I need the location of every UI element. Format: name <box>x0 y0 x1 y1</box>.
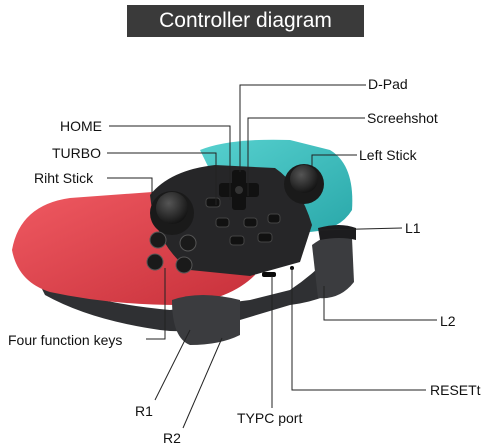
label-r2: R2 <box>163 430 181 446</box>
leader-left-stick <box>311 154 357 166</box>
leader-r2 <box>182 337 223 429</box>
four-function-keys <box>146 231 197 274</box>
leader-r1 <box>154 329 191 401</box>
label-resett: RESETt <box>430 382 481 398</box>
dpad-center <box>235 186 243 194</box>
label-home: HOME <box>60 118 102 134</box>
leader-resett <box>291 268 426 391</box>
right-stick-cap <box>156 192 188 224</box>
left-stick-cap <box>290 165 318 193</box>
center-buttons <box>205 197 281 246</box>
diagram-title: Controller diagram <box>127 5 364 37</box>
leader-four-keys <box>146 268 166 340</box>
label-turbo: TURBO <box>52 145 101 161</box>
label-left-stick: Left Stick <box>359 147 417 163</box>
leader-l2 <box>323 286 437 321</box>
l2-trigger <box>312 234 354 299</box>
label-r1: R1 <box>135 403 153 419</box>
l1-bumper <box>318 225 356 240</box>
label-typec-port: TYPC port <box>237 410 303 426</box>
leader-screenshot <box>247 117 365 196</box>
controller-bottom-shell <box>30 240 350 332</box>
leader-dpad <box>239 84 366 172</box>
label-screenshot: Screehshot <box>367 110 438 126</box>
label-right-stick: Riht Stick <box>34 170 94 186</box>
label-l1: L1 <box>405 220 421 236</box>
label-four-function-keys: Four function keys <box>8 332 123 348</box>
label-l2: L2 <box>440 313 456 329</box>
leader-right-stick <box>107 177 153 200</box>
leader-turbo <box>107 152 217 205</box>
r2-trigger <box>172 295 240 345</box>
label-dpad: D-Pad <box>368 76 408 92</box>
typec-port-slot <box>262 272 276 277</box>
leader-home <box>109 125 231 200</box>
leader-l1 <box>319 227 403 231</box>
